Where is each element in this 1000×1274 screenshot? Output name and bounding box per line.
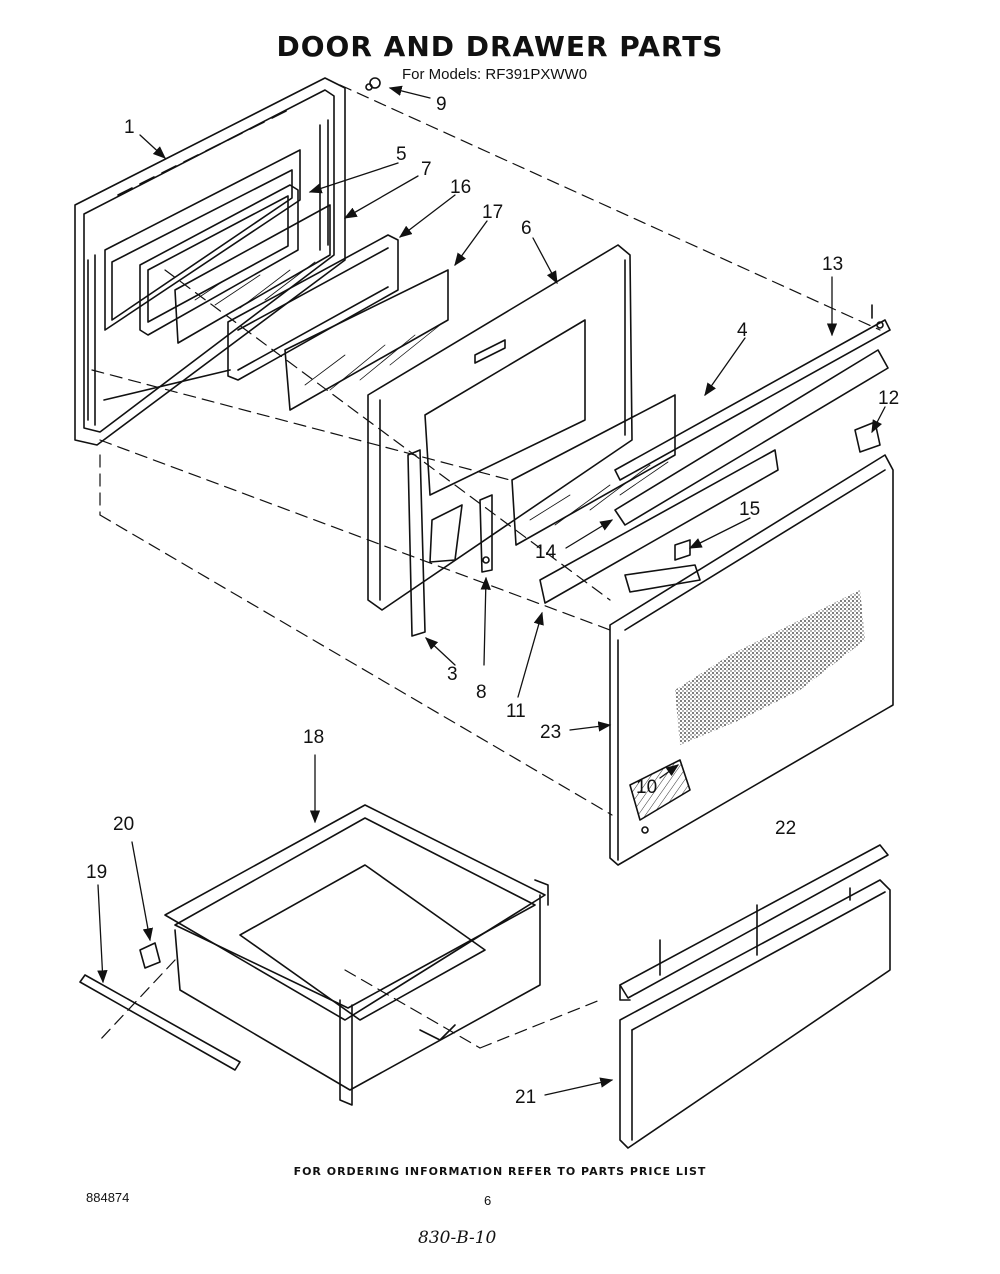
part-13-door-trim: [614, 304, 891, 526]
callout-18: 18: [303, 727, 324, 748]
part-8-bracket: [479, 494, 493, 573]
part-1-outer-door-frame: [74, 77, 346, 446]
callout-21: 21: [515, 1087, 536, 1108]
callout-5: 5: [396, 144, 407, 165]
callout-12: 12: [878, 388, 899, 409]
part-21-drawer-front: [619, 879, 891, 1149]
handwritten-note: 830-B-10: [418, 1228, 497, 1248]
part-20-roller: [139, 942, 161, 969]
callout-14: 14: [535, 542, 557, 563]
part-15-clip: [624, 539, 701, 593]
part-18-drawer: [164, 804, 549, 1106]
callout-8: 8: [476, 682, 487, 703]
callout-10: 10: [636, 777, 657, 798]
part-9-screw: [365, 77, 381, 91]
callout-6: 6: [521, 218, 532, 239]
callout-labels: 1 3 4 5 6 7 8 9 10 11 12 13 14 15 16 17 …: [86, 94, 899, 1108]
callout-1: 1: [124, 117, 135, 138]
part-11-insulation: [539, 449, 779, 604]
callout-11: 11: [506, 701, 526, 722]
part-3-side-strip: [407, 449, 426, 637]
callout-23: 23: [540, 722, 561, 743]
part-16-glass-frame: [227, 234, 399, 381]
document-number: 884874: [86, 1190, 130, 1205]
callout-7: 7: [421, 159, 432, 180]
callout-20: 20: [113, 814, 134, 835]
part-22-drawer-trim: [619, 844, 889, 1001]
part-4-window-glass: [511, 394, 676, 546]
part-12-hinge: [854, 421, 881, 453]
leader-lines: [97, 85, 886, 1096]
callout-22: 22: [775, 818, 796, 839]
part-6-inner-door-liner: [367, 244, 633, 611]
callout-3: 3: [447, 664, 458, 685]
model-subtitle: For Models: RF391PXWW0: [402, 66, 588, 83]
alignment-lines: [91, 84, 881, 1049]
part-5-inner-frame: [139, 184, 299, 336]
callout-17: 17: [482, 202, 503, 223]
callout-4: 4: [737, 320, 748, 341]
ordering-note: FOR ORDERING INFORMATION REFER TO PARTS …: [293, 1165, 707, 1178]
part-19-rail: [79, 974, 241, 1071]
page-title: DOOR AND DRAWER PARTS: [276, 30, 724, 63]
callout-13: 13: [822, 254, 843, 275]
callout-19: 19: [86, 862, 107, 883]
callout-9: 9: [436, 94, 447, 115]
callout-16: 16: [450, 177, 471, 198]
part-7-glass-panel: [174, 204, 331, 344]
part-17-glass-panel: [284, 269, 449, 411]
page-number: 6: [484, 1193, 492, 1208]
callout-15: 15: [739, 499, 760, 520]
